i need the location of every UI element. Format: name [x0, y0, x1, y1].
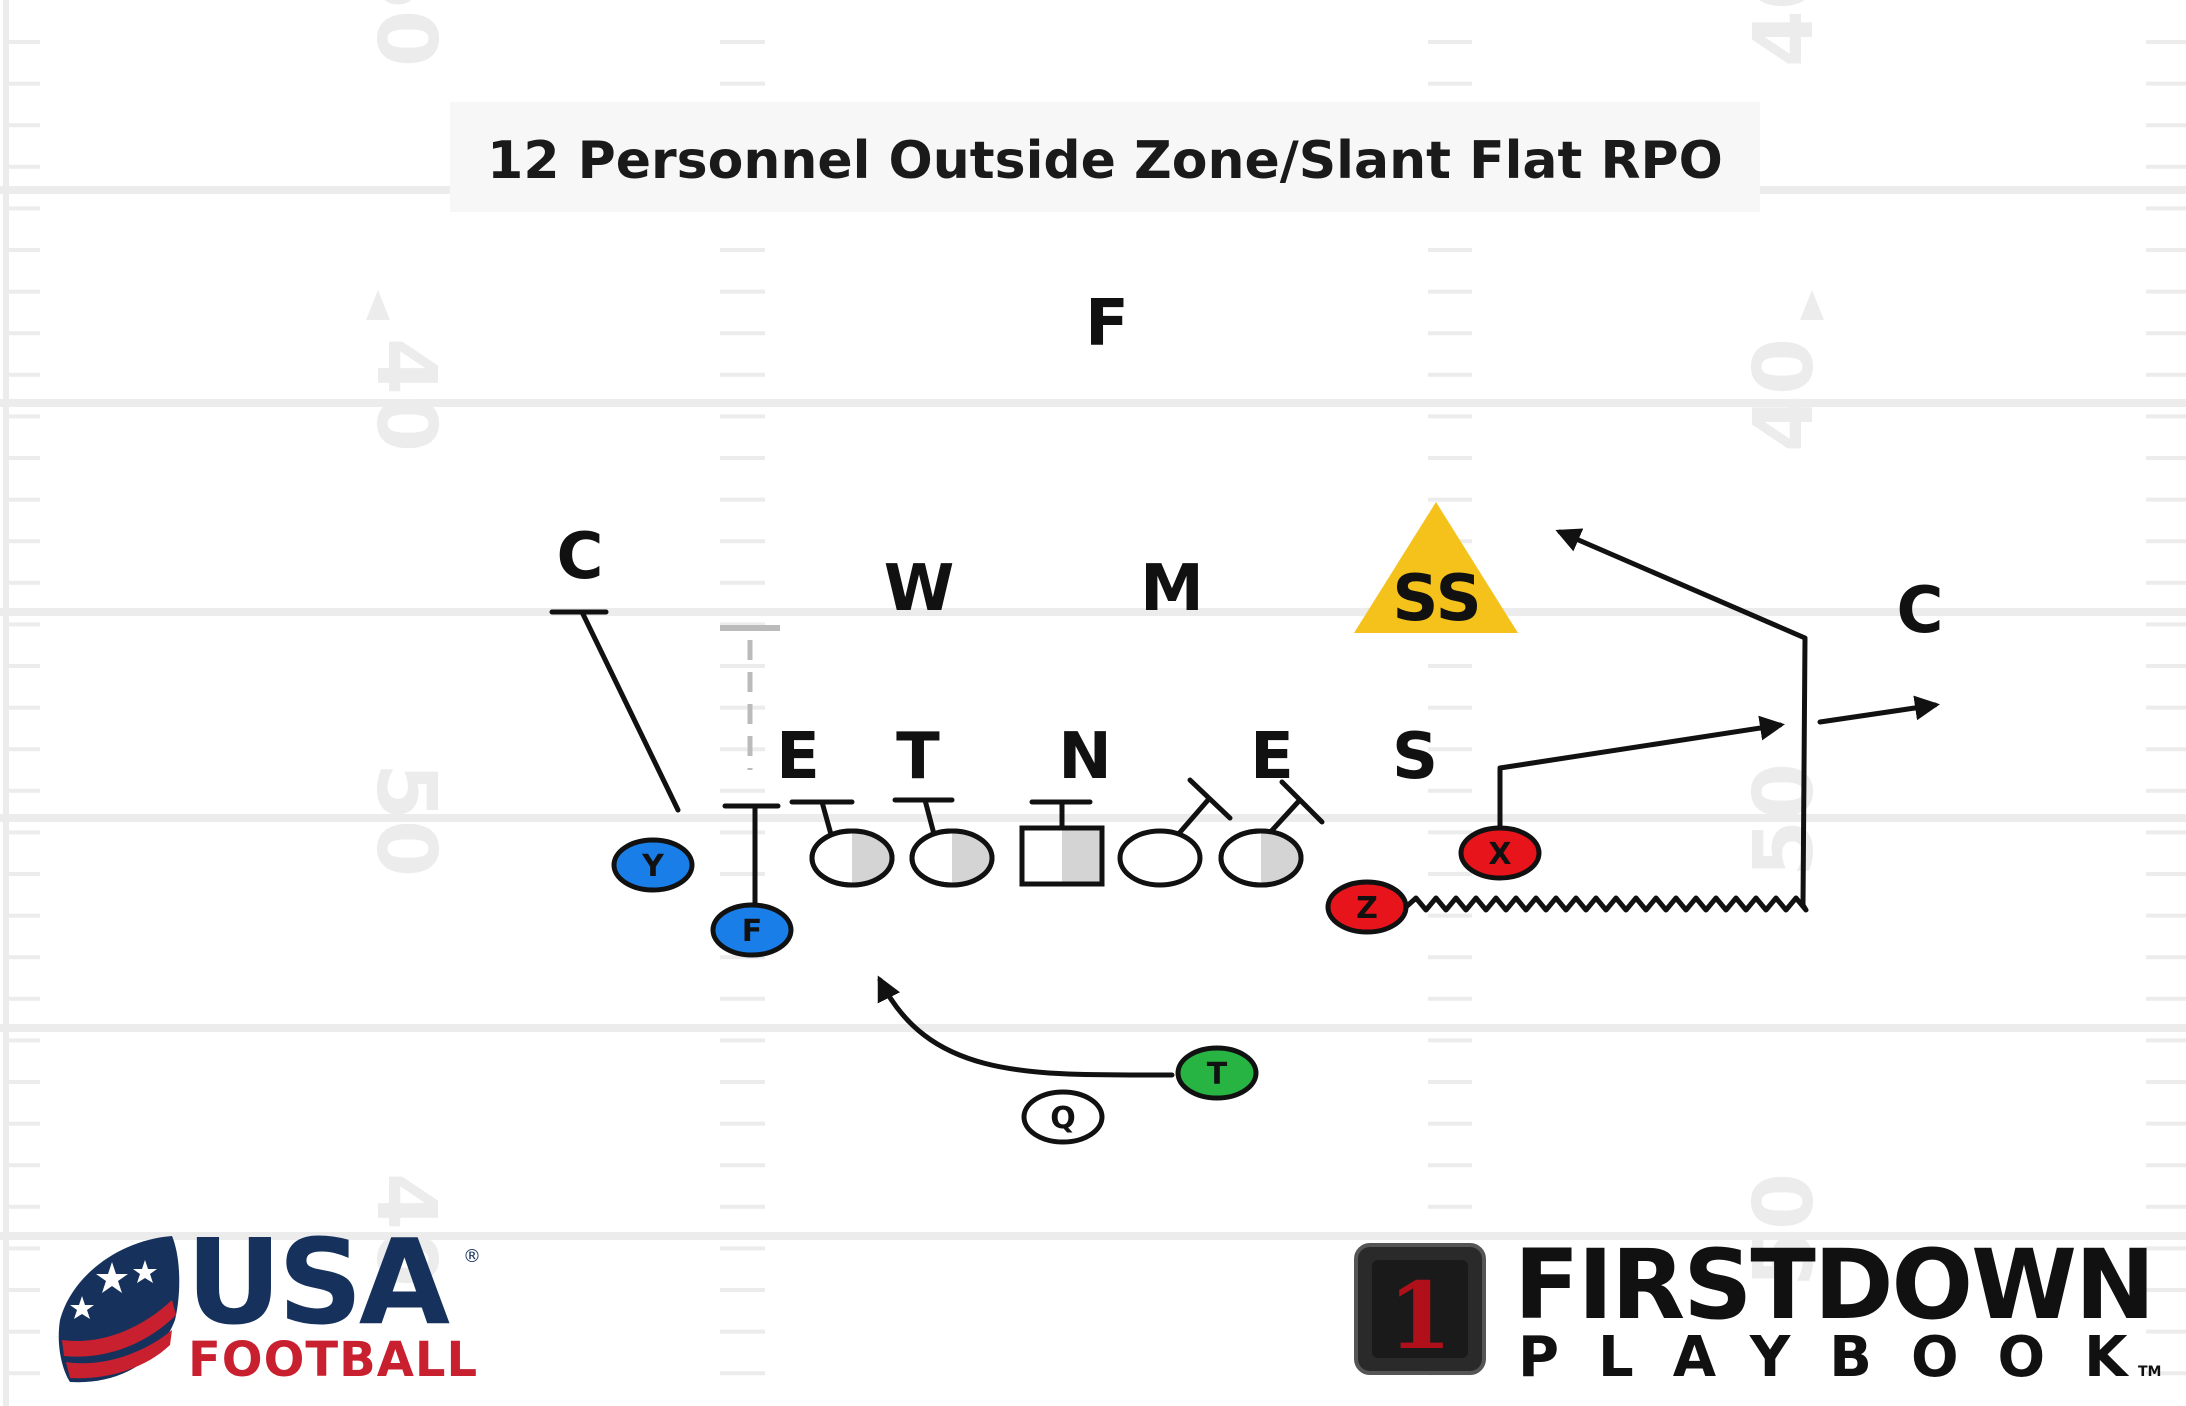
- player-x: [1458, 825, 1542, 881]
- star-icon: [133, 1260, 157, 1283]
- defender-left-corner: C: [557, 520, 604, 594]
- defender-sam: S: [1392, 720, 1438, 794]
- y-route: [579, 609, 681, 813]
- star-icon: [70, 1296, 94, 1319]
- defender-right-corner: C: [1897, 574, 1944, 648]
- player-y: [611, 837, 695, 893]
- yard-number-left-40: 40: [358, 338, 453, 452]
- player-q-label: Q: [1050, 1101, 1076, 1136]
- firstdown-text: FIRSTDOWN: [1514, 1229, 2153, 1341]
- title-background: [450, 102, 1760, 212]
- usa-football-logo: USA ® FOOTBALL: [58, 1213, 481, 1388]
- defender-nose: N: [1058, 720, 1112, 794]
- defender-will: W: [884, 552, 955, 626]
- x-route: [1497, 715, 1785, 833]
- rg-block: [1172, 797, 1211, 841]
- firstdown-playbook-logo: 1 FIRSTDOWN PLAYBOOK TM: [1354, 1229, 2167, 1390]
- player-x-label: X: [1488, 837, 1511, 872]
- lineman-lt: [809, 828, 895, 888]
- hash-marks: [4, 40, 2186, 1376]
- offense: Y F X Z T Q: [611, 825, 1542, 1145]
- usa-football-text: FOOTBALL: [188, 1332, 478, 1388]
- player-y-label: Y: [641, 849, 665, 884]
- player-q: [1021, 1089, 1105, 1145]
- yard-number-left-top: 50: [358, 0, 453, 67]
- yard-number-left-bottom: 40: [358, 1173, 453, 1287]
- defense: F C W M SS C E T N E S: [557, 287, 1944, 794]
- player-z-label: Z: [1356, 891, 1378, 926]
- yard-numbers: 50 40 50 40 40 40 50 50: [358, 0, 1832, 1287]
- yard-number-right-40: 40: [1737, 338, 1832, 452]
- player-t-label: T: [1207, 1057, 1228, 1092]
- star-icon: [96, 1262, 128, 1293]
- usa-logo-text: USA: [186, 1213, 450, 1351]
- defender-tackle: T: [896, 720, 940, 794]
- routes: [549, 528, 1940, 1078]
- strong-safety-triangle: [1354, 502, 1518, 633]
- yard-number-right-50: 50: [1737, 763, 1832, 877]
- firstdown-badge-number: 1: [1388, 1262, 1452, 1370]
- defender-left-end: E: [776, 720, 820, 794]
- yard-number-right-bottom: 50: [1737, 1173, 1832, 1287]
- z-route: [1555, 528, 1808, 908]
- player-t: [1175, 1045, 1259, 1101]
- defender-mike: M: [1140, 552, 1204, 626]
- play-title: 12 Personnel Outside Zone/Slant Flat RPO: [487, 131, 1723, 191]
- lineman-lg: [909, 828, 995, 888]
- player-f: [710, 902, 794, 958]
- yard-number-right-top: 40: [1737, 0, 1832, 67]
- direction-arrow-icon: [366, 290, 390, 320]
- defender-strong-safety: SS: [1392, 562, 1481, 636]
- lt-block: [819, 799, 835, 841]
- rg-block-tee: [1187, 777, 1233, 821]
- rt-block-tee: [1279, 779, 1325, 825]
- defender-right-end: E: [1250, 720, 1294, 794]
- usa-registered-mark: ®: [463, 1246, 481, 1267]
- player-f-label: F: [742, 914, 763, 949]
- z-motion-zigzag: [1403, 895, 1809, 913]
- playbook-trademark: TM: [2138, 1364, 2161, 1380]
- yard-number-left-50: 50: [358, 763, 453, 877]
- direction-arrow-icon: [1800, 290, 1824, 320]
- defender-free-safety: F: [1085, 287, 1129, 361]
- x-route-arrow: [1817, 695, 1940, 725]
- lineman-center: [1019, 825, 1105, 887]
- lineman-rg: [1117, 828, 1203, 888]
- player-z: [1325, 879, 1409, 935]
- t-route: [877, 975, 1175, 1078]
- playbook-text: PLAYBOOK: [1518, 1325, 2167, 1390]
- lineman-rt: [1218, 828, 1304, 888]
